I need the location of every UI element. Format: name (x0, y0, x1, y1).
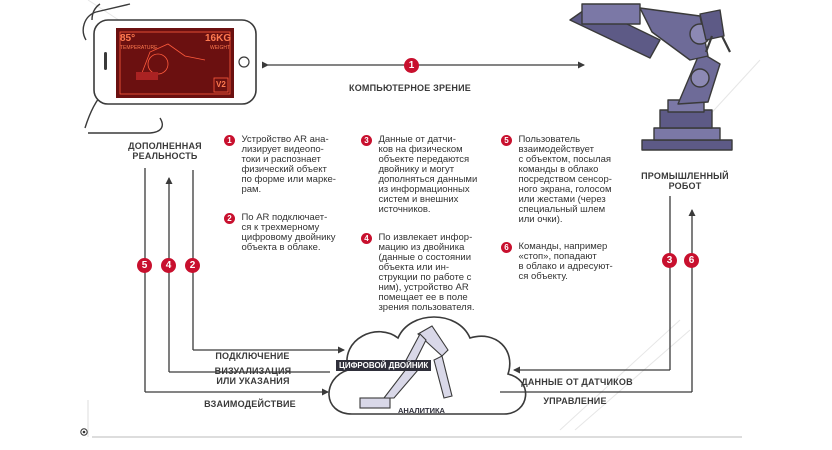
label-computer-vision: КОМПЬЮТЕРНОЕ ЗРЕНИЕ (349, 83, 471, 93)
label-robot-line1: ПРОМЫШЛЕННЫЙ (641, 171, 729, 181)
badge-flow-5: 5 (137, 258, 152, 273)
step-4-text: По извлекает инфор-мацию из двойника(дан… (378, 232, 475, 313)
step-6-badge: 6 (501, 242, 512, 253)
label-sensor-data: ДАННЫЕ ОТ ДАТЧИКОВ (521, 377, 633, 387)
label-visualization-line1: ВИЗУАЛИЗАЦИЯ (214, 366, 292, 376)
right-flow-lines (500, 196, 696, 393)
step-6: 6 Команды, например«стоп», попадают в об… (501, 242, 613, 282)
phone-weight-label: WEIGHT (210, 45, 230, 51)
phone-icon (93, 19, 257, 105)
badge-flow-6: 6 (684, 253, 699, 268)
label-connection: ПОДКЛЮЧЕНИЕ (215, 351, 290, 361)
step-2: 2 По AR подключает-ся к трехмерному цифр… (224, 213, 335, 253)
step-5-badge: 5 (501, 135, 512, 146)
step-4: 4 По извлекает инфор-мацию из двойника(д… (361, 233, 475, 313)
label-ar-line1: ДОПОЛНЕННАЯ (128, 141, 202, 151)
label-augmented-reality: ДОПОЛНЕННАЯ РЕАЛЬНОСТЬ (110, 141, 220, 161)
badge-flow-4: 4 (161, 258, 176, 273)
registration-mark (80, 428, 88, 436)
label-analytics: АНАЛИТИКА (398, 406, 445, 415)
label-interaction: ВЗАИМОДЕЙСТВИЕ (204, 399, 296, 409)
badge-flow-2: 2 (185, 258, 200, 273)
step-6-text: Команды, например«стоп», попадают в обла… (518, 241, 613, 282)
step-1-badge: 1 (224, 135, 235, 146)
badge-flow-3: 3 (662, 253, 677, 268)
step-4-badge: 4 (361, 233, 372, 244)
step-1-text: Устройство AR ана-лизирует видеопо-токи … (241, 134, 336, 195)
label-visualization-line2: ИЛИ УКАЗАНИЯ (216, 376, 290, 386)
label-digital-twin: ЦИФРОВОЙ ДВОЙНИК (336, 360, 432, 371)
phone-tag: V2 (216, 80, 226, 89)
step-3-badge: 3 (361, 135, 372, 146)
step-2-badge: 2 (224, 213, 235, 224)
label-industrial-robot: ПРОМЫШЛЕННЫЙ РОБОТ (630, 171, 740, 191)
phone-temp-value: 85° (120, 33, 136, 44)
label-visualization: ВИЗУАЛИЗАЦИЯ ИЛИ УКАЗАНИЯ (198, 366, 308, 386)
label-control: УПРАВЛЕНИЕ (543, 396, 607, 406)
step-1: 1 Устройство AR ана-лизирует видеопо-ток… (224, 135, 336, 195)
phone-weight-value: 16KG (205, 33, 232, 44)
industrial-robot-icon (569, 3, 733, 151)
label-ar-line2: РЕАЛЬНОСТЬ (132, 151, 198, 161)
phone-temp-label: TEMPERATURE (120, 45, 158, 51)
label-robot-line2: РОБОТ (668, 181, 702, 191)
badge-computer-vision: 1 (404, 58, 419, 73)
step-2-text: По AR подключает-ся к трехмерному цифров… (241, 212, 336, 253)
left-flow-lines (144, 168, 345, 396)
